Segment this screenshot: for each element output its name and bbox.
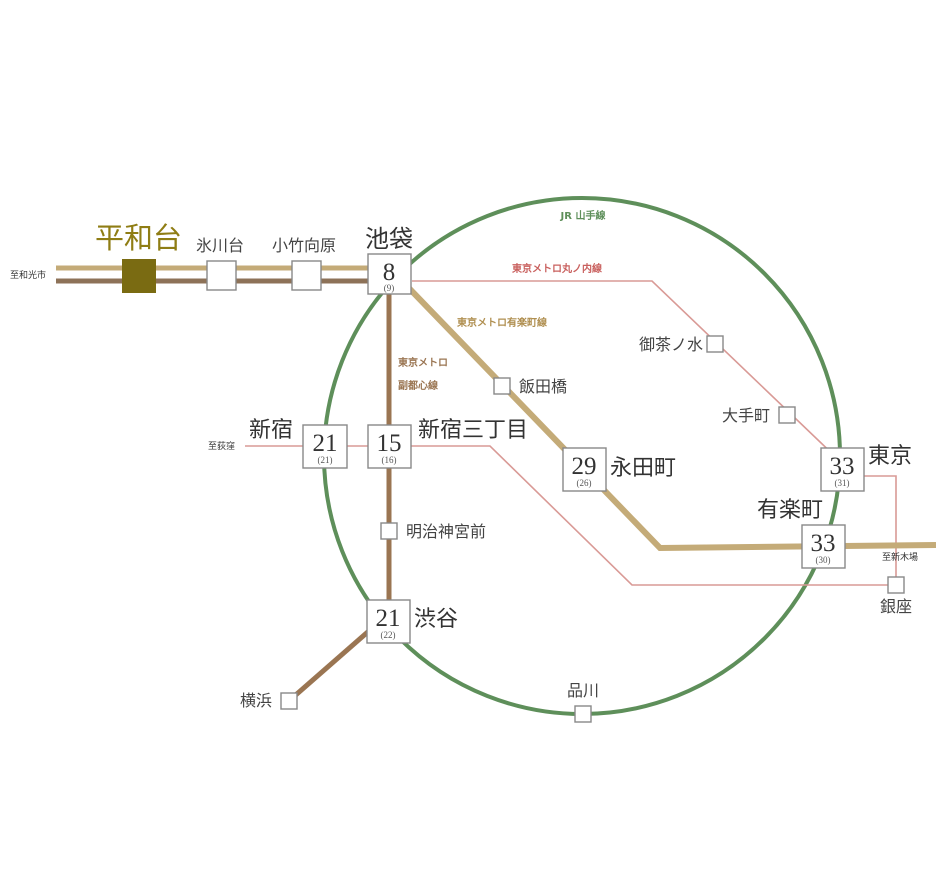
- tokyo-ginza-link: [864, 475, 897, 583]
- shinjuku3-time: 15: [377, 430, 402, 457]
- ochanomizu-station-name: 御茶ノ水: [639, 335, 703, 354]
- fukutoshin-yokohama-line: [288, 628, 372, 702]
- ikebukuro-time: 8: [383, 259, 396, 286]
- meijijingumae-station-name: 明治神宮前: [406, 522, 486, 541]
- hikawadai-station-name: 氷川台: [196, 236, 244, 255]
- iidabashi-station-name: 飯田橋: [519, 377, 567, 396]
- shinjuku3-station-name: 新宿三丁目: [418, 418, 528, 443]
- hikawadai-station-marker: [206, 260, 237, 291]
- otemachi-station-marker: [778, 406, 796, 424]
- shibuya-station-box: [366, 599, 411, 644]
- ochanomizu-station-marker: [706, 335, 724, 353]
- yokohama-station-name: 横浜: [240, 691, 272, 710]
- shinjuku-time: 21: [313, 430, 338, 457]
- tokyo-time: 33: [830, 453, 855, 480]
- ginza-station-marker: [887, 576, 905, 594]
- shinjuku-station-box: [302, 424, 348, 469]
- yokohama-station-marker: [280, 692, 298, 710]
- iidabashi-station-marker: [493, 377, 511, 395]
- shibuya-time: 21: [376, 605, 401, 632]
- yurakucho-station-name: 有楽町: [757, 498, 823, 523]
- dest-ogikubo: 至荻窪: [208, 440, 235, 452]
- yamanote-line-label: JR 山手線: [560, 209, 606, 222]
- kotakemukaihara-station-marker: [291, 260, 322, 291]
- heiwadai-station-marker: [122, 259, 156, 293]
- ginza-station-name: 銀座: [880, 597, 912, 616]
- yurakucho-time: 33: [811, 530, 836, 557]
- tokyo-time-sub: (31): [835, 478, 850, 488]
- kotakemukaihara-station-name: 小竹向原: [272, 236, 336, 255]
- fukutoshin-line-label-2: 副都心線: [398, 379, 438, 392]
- marunouchi-ginza-line: [412, 445, 896, 586]
- shibuya-station-name: 渋谷: [414, 607, 458, 632]
- marunouchi-line: [412, 280, 843, 478]
- shinjuku-time-sub: (21): [318, 455, 333, 465]
- yurakucho-line-label: 東京メトロ有楽町線: [457, 316, 547, 329]
- shinjuku3-time-sub: (16): [382, 455, 397, 465]
- ikebukuro-station-name: 池袋: [365, 225, 413, 253]
- heiwadai-station-name: 平和台: [95, 221, 182, 255]
- ikebukuro-time-sub: (9): [384, 283, 395, 293]
- nagatacho-station-name: 永田町: [610, 456, 676, 481]
- nagatacho-time: 29: [572, 453, 597, 480]
- ikebukuro-station-box: [367, 253, 412, 295]
- yurakucho-time-sub: (30): [816, 555, 831, 565]
- tokyo-station-name: 東京: [868, 444, 912, 469]
- shinjuku-station-name: 新宿: [249, 418, 293, 443]
- tokyo-station-box: [820, 447, 865, 492]
- dest-wako: 至和光市: [10, 269, 46, 281]
- marunouchi-line-label: 東京メトロ丸ノ内線: [512, 262, 602, 275]
- nagatacho-time-sub: (26): [577, 478, 592, 488]
- yurakucho-station-box: [801, 524, 846, 569]
- shinjuku3-station-box: [367, 424, 412, 469]
- dest-shinkiba: 至新木場: [882, 551, 918, 563]
- shinagawa-station-marker: [574, 705, 592, 723]
- fukutoshin-line-label-1: 東京メトロ: [398, 356, 448, 369]
- otemachi-station-name: 大手町: [722, 406, 770, 425]
- shinagawa-station-name: 品川: [567, 681, 599, 700]
- meijijingumae-station-marker: [380, 522, 398, 540]
- shibuya-time-sub: (22): [381, 630, 396, 640]
- nagatacho-station-box: [562, 447, 607, 492]
